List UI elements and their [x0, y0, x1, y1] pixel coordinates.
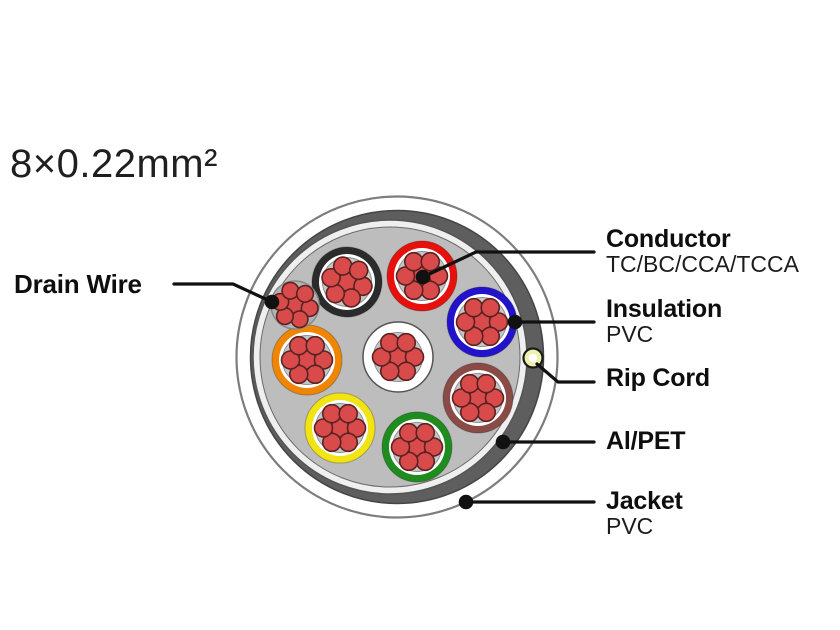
conductor-strand [463, 326, 484, 347]
conductor-strand [488, 312, 509, 332]
drain-wire-leader-dot [264, 294, 280, 310]
conductor-strand [321, 267, 341, 288]
conductor-strand [325, 283, 346, 304]
conductor-strand [295, 284, 315, 303]
jacket-label-text: Jacket [606, 487, 683, 515]
conductor-strand [305, 335, 326, 356]
wire-bundle-yellow [304, 392, 376, 464]
conductor-material-text: TC/BC/CCA/TCCA [606, 251, 799, 277]
conductor-strand [280, 350, 301, 370]
conductor-strand [371, 347, 392, 367]
conductor-strand [338, 432, 359, 453]
conductor-strand [459, 373, 480, 394]
conductor-strand [321, 403, 342, 424]
al-pet-label-text: Al/PET [606, 427, 686, 455]
conductor-strand [398, 451, 419, 472]
jacket-leader-dot [458, 494, 474, 510]
cable-size-title: 8×0.22mm² [10, 142, 218, 186]
wire-bundle-brown [442, 362, 514, 434]
drain-wire-label-text: Drain Wire [14, 269, 142, 299]
conductor-label-text: Conductor [606, 225, 731, 253]
conductor-strand [476, 373, 497, 394]
conductor-strand [415, 451, 436, 472]
conductor-leader-line [421, 250, 596, 279]
conductor-strand [353, 276, 373, 297]
wire-bundle-red [386, 240, 458, 312]
conductor-strand [403, 251, 424, 272]
wire-bundle-black [311, 246, 383, 318]
conductor-strand [484, 388, 505, 408]
conductor-strand [395, 266, 416, 286]
callout-lines [172, 250, 596, 510]
wire-bundle-white [362, 321, 434, 393]
conductor-strand [423, 437, 444, 457]
conductor-strand [288, 364, 309, 385]
drain-wire-bundle [270, 280, 320, 330]
conductor-strand [321, 432, 342, 453]
drain-wire-label: Drain Wire [14, 271, 142, 297]
drain-wire-leader-line [172, 282, 274, 304]
conductor-strand [396, 361, 417, 382]
insulation-label-text: Insulation [606, 295, 723, 323]
conductor-strand [390, 437, 411, 457]
al-pet-label: Al/PET [606, 427, 686, 455]
wire-bundle-orange [271, 324, 343, 396]
conductor-label: Conductor TC/BC/CCA/TCCA [606, 225, 799, 277]
conductor-strand [338, 403, 359, 424]
conductor-strand [346, 418, 367, 438]
rip-cord-leader-line [535, 362, 596, 384]
conductor-strand [480, 326, 501, 347]
rip-cord-label-text: Rip Cord [606, 364, 710, 392]
conductor-strand [348, 260, 369, 281]
insulation-leader-dot [507, 314, 523, 330]
jacket-label: Jacket PVC [606, 487, 683, 539]
conductor-leader-dot [415, 269, 431, 285]
conductor-strand [398, 422, 419, 443]
conductor-strand [480, 297, 501, 318]
conductor-strand [403, 280, 424, 301]
conductor-strand [420, 251, 441, 272]
conductor-strand [313, 418, 334, 438]
conductor-strand [415, 422, 436, 443]
conductor-strand [288, 335, 309, 356]
conductor-strand [396, 332, 417, 353]
conductor-strand [379, 361, 400, 382]
wire-bundle-green [381, 411, 453, 483]
jacket-material-text: PVC [606, 513, 654, 539]
conductor-strand [451, 388, 472, 408]
conductor-strand [463, 297, 484, 318]
conductor-strand [305, 364, 326, 385]
al-pet-leader-dot [495, 434, 511, 450]
insulation-material-text: PVC [606, 321, 654, 347]
conductor-strand [476, 402, 497, 423]
cable-cross-section [235, 195, 559, 519]
rip-cord-label: Rip Cord [606, 366, 710, 391]
conductor-strand [379, 332, 400, 353]
conductor-strand [404, 347, 425, 367]
conductor-strand [313, 350, 334, 370]
insulation-label: Insulation PVC [606, 295, 723, 347]
conductor-strand [459, 402, 480, 423]
conductor-strand [455, 312, 476, 332]
rip-cord-center [528, 353, 538, 363]
wire-bundle-blue [446, 286, 518, 358]
